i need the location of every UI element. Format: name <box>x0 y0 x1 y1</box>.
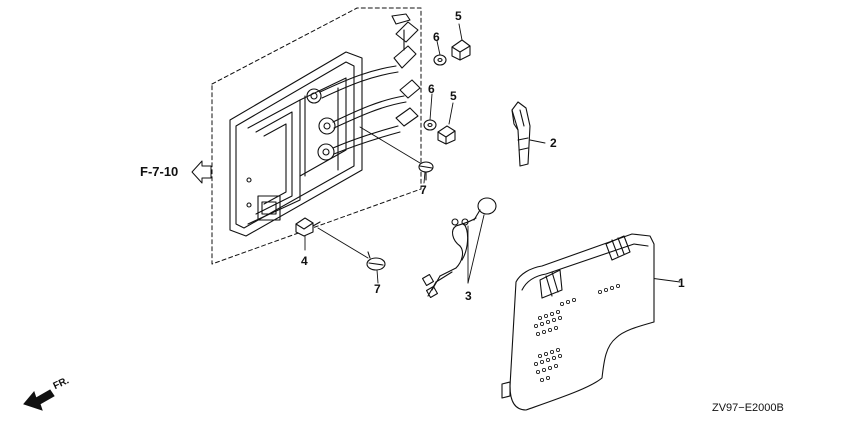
ignition-module <box>229 51 363 237</box>
front-direction-arrow-icon <box>23 389 55 411</box>
callout-wire-harness: 3 <box>465 289 472 303</box>
reference-label: F-7-10 <box>140 164 179 179</box>
bolt-mid <box>437 125 456 145</box>
callout-clip: 2 <box>550 136 557 150</box>
diagram-code: ZV97−E2000B <box>712 402 784 414</box>
washer-mid <box>423 119 437 131</box>
wire-harness <box>421 197 497 299</box>
assembly-boundary <box>211 7 422 265</box>
bolt-left <box>295 217 321 237</box>
clip <box>511 101 531 167</box>
screw-bottom <box>366 251 386 271</box>
ignition-leads <box>319 13 421 155</box>
callout-screw-right: 7 <box>420 183 427 197</box>
housing-cover <box>501 233 655 411</box>
callout-bolt-top: 5 <box>455 9 462 23</box>
callout-screw-bottom: 7 <box>374 282 381 296</box>
screw-right <box>418 161 434 181</box>
callout-bolt-mid: 5 <box>450 89 457 103</box>
callout-bolt-left: 4 <box>301 254 308 268</box>
callout-housing-cover: 1 <box>678 276 685 290</box>
reference-arrow-icon <box>191 160 212 184</box>
callout-washer-mid: 6 <box>428 82 435 96</box>
vent-holes <box>534 283 621 382</box>
washer-top <box>433 54 447 66</box>
bolt-top <box>451 39 471 61</box>
callout-washer-top: 6 <box>433 30 440 44</box>
